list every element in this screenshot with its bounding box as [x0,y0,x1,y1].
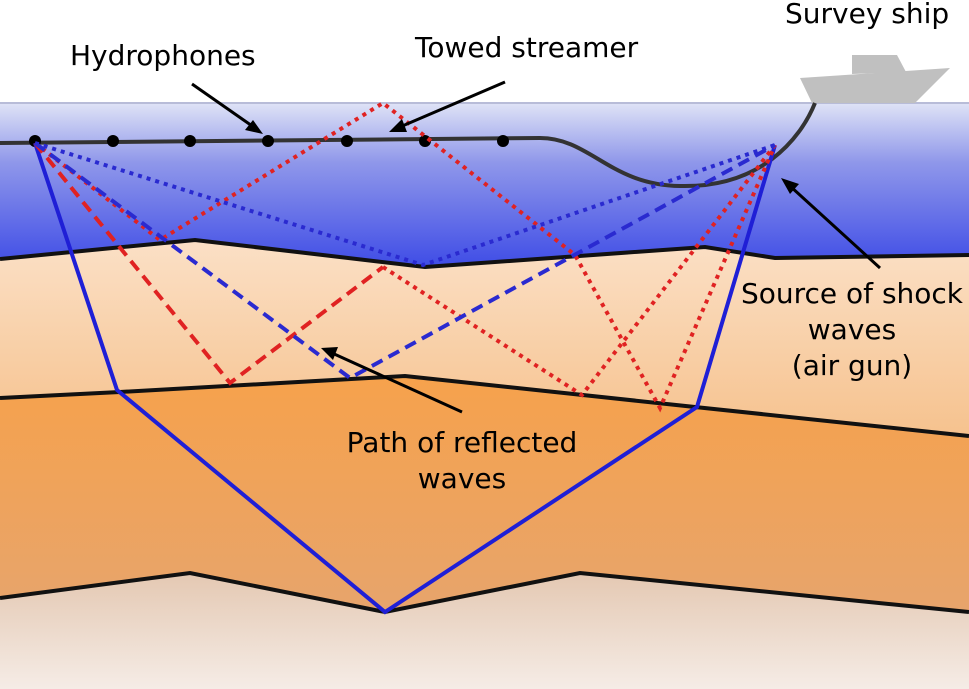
hydrophones-arrow [191,82,256,130]
source-arrow [788,184,882,270]
survey-ship-label: Survey ship [785,0,950,30]
hydrophone-dot [497,135,509,147]
reflected-path-blue-dotted [34,141,776,268]
survey-ship-cabin [852,55,906,74]
hydrophone-dot [341,135,353,147]
hydrophone-dot [419,135,431,147]
refracted-wave-path [33,142,777,615]
source-line-1: Source of shock [740,277,964,310]
reflected-waves-label: Path of reflected waves [322,425,602,497]
sediment-layer-1 [0,240,969,436]
towed-streamer-cable [0,102,817,189]
source-line-2: waves [807,313,897,346]
hydrophone-dot [262,135,274,147]
hydrophone-dot [107,135,119,147]
reflected-line-2: waves [417,462,507,495]
reflected-line-1: Path of reflected [346,426,578,459]
reflected-path-red-dotted-2 [381,143,777,398]
sediment-layer-3 [0,573,969,689]
source-of-shock-label: Source of shock waves (air gun) [735,276,969,384]
hydrophones-label: Hydrophones [70,39,256,72]
reflected-path-red-dashed [33,141,385,386]
annotation-arrows [191,80,882,414]
hydrophone-dot [184,135,196,147]
sediment-layer-2 [0,376,969,612]
streamer-arrow [399,80,506,129]
reflected-arrow [331,351,463,414]
boundary-2 [0,373,969,438]
seafloor-boundary [0,237,969,270]
reflected-path-red-dotted-1 [33,100,777,413]
source-line-3: (air gun) [791,349,913,382]
towed-streamer-label: Towed streamer [415,31,639,64]
survey-ship-icon [800,68,950,103]
